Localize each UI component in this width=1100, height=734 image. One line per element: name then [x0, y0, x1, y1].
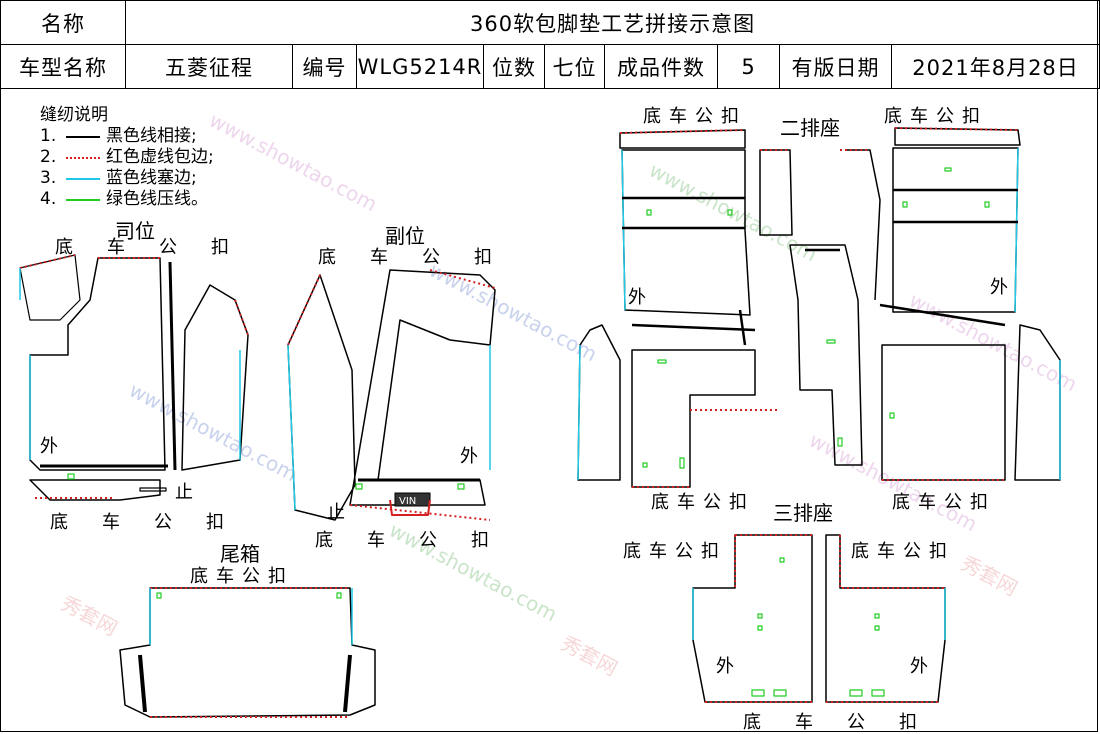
model-value: 五菱征程 [125, 44, 293, 89]
legend-swatch-red [66, 156, 100, 159]
name-label: 名称 [0, 0, 126, 45]
legend-item: 3. 蓝色线塞边; [40, 168, 197, 188]
row2-right-mat [879, 127, 1061, 481]
buckle-label: 底车公扣 [743, 712, 951, 733]
date-label: 有版日期 [779, 44, 892, 89]
buckle-label: 底车公扣 [884, 106, 988, 127]
stop-mark: 止 [327, 502, 345, 523]
legend-title: 缝纫说明 [40, 105, 108, 125]
buckle-label: 底车公扣 [318, 247, 526, 268]
outer-label: 外 [716, 656, 734, 677]
header-table: 名称 360软包脚垫工艺拼接示意图 车型名称 五菱征程 编号 WLG5214R … [0, 0, 1100, 89]
buckle-label: 底车公扣 [50, 512, 258, 533]
buckle-label: 底车公扣 [643, 106, 747, 127]
buckle-label: 底车公扣 [623, 541, 727, 562]
legend-swatch-green [66, 198, 100, 201]
pattern-drawing: VIN [19, 127, 1061, 718]
buckle-label: 底车公扣 [651, 492, 755, 513]
seats-label: 位数 [483, 44, 545, 89]
pieces-value: 5 [717, 44, 780, 89]
outer-label: 外 [460, 446, 478, 467]
row2-tunnel-mat [789, 149, 881, 466]
outer-label: 外 [40, 436, 58, 457]
legend-item: 1. 黑色线相接; [40, 126, 197, 146]
vin-mark: VIN [399, 496, 416, 507]
row2-title: 二排座 [780, 116, 840, 140]
row3-left-mat [692, 534, 813, 703]
legend-item: 4. 绿色线压线。 [40, 189, 208, 209]
date-value: 2021年8月28日 [890, 44, 1100, 89]
sewing-legend: 缝纫说明 1. 黑色线相接; 2. 红色虚线包边; 3. 蓝色线塞边; 4. 绿… [40, 105, 214, 210]
legend-swatch-black [66, 135, 100, 138]
legend-swatch-cyan [66, 177, 100, 180]
outer-label: 外 [990, 277, 1008, 298]
buckle-label: 底车公扣 [892, 492, 996, 513]
model-label: 车型名称 [0, 44, 126, 89]
stop-mark: 止 [175, 482, 193, 503]
legend-item: 2. 红色虚线包边; [40, 147, 214, 167]
buckle-label: 底车公扣 [55, 237, 263, 258]
driver-title: 司位 [115, 219, 155, 243]
outer-label: 外 [628, 287, 646, 308]
row3-title: 三排座 [773, 501, 833, 525]
trunk-mat [119, 587, 376, 718]
buckle-label: 底车公扣 [851, 541, 955, 562]
pieces-label: 成品件数 [604, 44, 718, 89]
code-label: 编号 [292, 44, 357, 89]
seats-value: 七位 [544, 44, 605, 89]
outer-label: 外 [910, 656, 928, 677]
code-value: WLG5214R [356, 44, 484, 89]
passenger-mat: VIN [287, 269, 496, 521]
trunk-title: 尾箱 [220, 542, 260, 566]
row2-left-mat [577, 129, 793, 488]
driver-mat [19, 254, 249, 501]
diagram-name: 360软包脚垫工艺拼接示意图 [124, 0, 1100, 45]
buckle-label: 底车公扣 [315, 530, 523, 551]
passenger-title: 副位 [385, 224, 425, 248]
row3-right-mat [825, 534, 946, 703]
buckle-label: 底车公扣 [190, 566, 294, 587]
